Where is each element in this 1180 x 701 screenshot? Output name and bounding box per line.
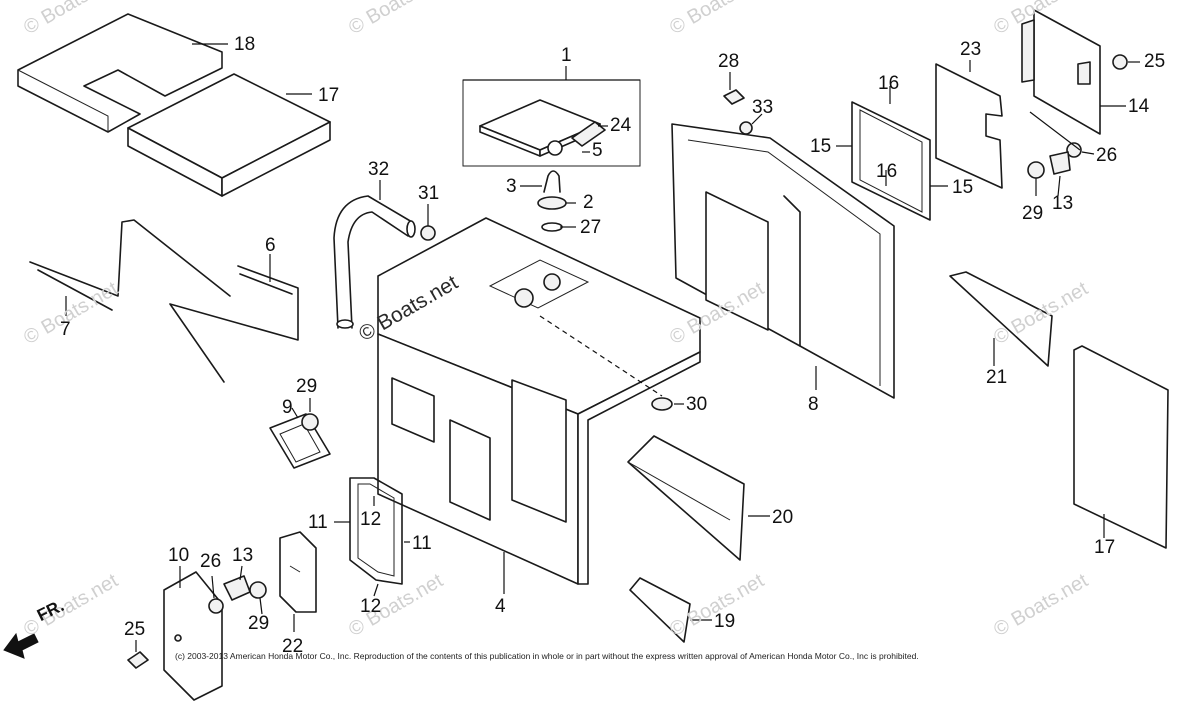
part-27-washer: [541, 222, 563, 232]
part-28-screw: [723, 89, 745, 105]
callout-13-lower[interactable]: 13: [232, 545, 254, 566]
copyright-notice: (c) 2003-2013 American Honda Motor Co., …: [175, 651, 919, 661]
callout-31[interactable]: 31: [418, 183, 440, 204]
part-14-door-panel: [1021, 9, 1101, 135]
callout-29-lower[interactable]: 29: [248, 613, 270, 634]
callout-25-lower[interactable]: 25: [124, 619, 146, 640]
callout-8[interactable]: 8: [808, 394, 819, 415]
part-29-nut-right: [1027, 161, 1045, 179]
callout-17-right[interactable]: 17: [1094, 537, 1116, 558]
assembly-guide-line: [539, 315, 663, 397]
callout-18[interactable]: 18: [234, 34, 256, 55]
part-13-latch-lower: [223, 575, 251, 601]
part-25-bolt-upper: [1112, 54, 1128, 70]
callout-7[interactable]: 7: [60, 319, 71, 340]
part-22-foam-strip: [279, 531, 317, 613]
callout-28[interactable]: 28: [718, 51, 740, 72]
callout-4[interactable]: 4: [495, 596, 506, 617]
callout-11-right[interactable]: 11: [412, 533, 432, 554]
callout-17[interactable]: 17: [318, 85, 340, 106]
part-3-clip: [543, 170, 561, 193]
part-33-screw: [739, 121, 753, 135]
part-20-panel: [627, 435, 745, 561]
part-18-foam-pad: [17, 13, 223, 133]
callout-25-upper[interactable]: 25: [1144, 51, 1166, 72]
callout-11-left[interactable]: 11: [308, 512, 328, 533]
callout-33[interactable]: 33: [752, 97, 774, 118]
callout-21[interactable]: 21: [986, 367, 1008, 388]
part-29-nut-upper: [301, 413, 319, 431]
part-23-foam-piece: [935, 63, 1003, 189]
part-1-control-panel-assy: [462, 79, 641, 167]
callout-19[interactable]: 19: [714, 611, 736, 632]
part-9-bracket: [269, 413, 331, 469]
callout-16-upper[interactable]: 16: [878, 73, 900, 94]
part-8-rear-panel: [671, 123, 895, 399]
leader-lines: [65, 43, 1140, 652]
part-17-foam-pad-top: [127, 73, 331, 197]
callout-24[interactable]: 24: [610, 115, 632, 136]
part-26-washer-lower: [208, 598, 224, 614]
callout-13-upper[interactable]: 13: [1052, 193, 1074, 214]
part-17-panel-right: [1073, 345, 1169, 549]
part-10-door: [163, 571, 223, 701]
callout-23[interactable]: 23: [960, 39, 982, 60]
callout-15-left[interactable]: 15: [810, 136, 832, 157]
part-21-panel: [949, 271, 1053, 367]
part-11-12-frame: [349, 477, 403, 585]
part-4-main-frame: [377, 217, 701, 585]
part-13-latch-upper: [1049, 151, 1071, 175]
callout-6[interactable]: 6: [265, 235, 276, 256]
callout-14[interactable]: 14: [1128, 96, 1150, 117]
callout-29-right[interactable]: 29: [1022, 203, 1044, 224]
part-26-washer-upper: [1066, 142, 1082, 158]
callout-32[interactable]: 32: [368, 159, 390, 180]
callout-16-lower[interactable]: 16: [876, 161, 898, 182]
part-6-rod: [169, 265, 299, 383]
callout-22[interactable]: 22: [282, 636, 304, 657]
callout-3[interactable]: 3: [506, 176, 517, 197]
callout-10[interactable]: 10: [168, 545, 190, 566]
callout-5[interactable]: 5: [592, 140, 603, 161]
callout-29-upper[interactable]: 29: [296, 376, 318, 397]
part-30-grommet: [651, 397, 673, 411]
callout-26-lower[interactable]: 26: [200, 551, 222, 572]
part-25-bolt-lower: [127, 651, 149, 669]
callout-12-upper[interactable]: 12: [360, 509, 382, 530]
callout-1[interactable]: 1: [561, 45, 572, 66]
part-15-16-seal-frame: [851, 101, 931, 221]
part-31-clamp: [420, 225, 436, 241]
front-direction-arrow: [3, 632, 39, 659]
part-7-rod: [29, 219, 231, 311]
callout-27[interactable]: 27: [580, 217, 602, 238]
part-19-panel: [629, 577, 691, 643]
part-29-nut-lower: [249, 581, 267, 599]
callout-15-right[interactable]: 15: [952, 177, 974, 198]
callout-9[interactable]: 9: [282, 397, 293, 418]
callout-30[interactable]: 30: [686, 394, 708, 415]
callout-2[interactable]: 2: [583, 192, 594, 213]
callout-26-upper[interactable]: 26: [1096, 145, 1118, 166]
callout-20[interactable]: 20: [772, 507, 794, 528]
part-2-cap: [537, 196, 567, 210]
part-32-hose: [333, 195, 416, 329]
callout-12-lower[interactable]: 12: [360, 596, 382, 617]
